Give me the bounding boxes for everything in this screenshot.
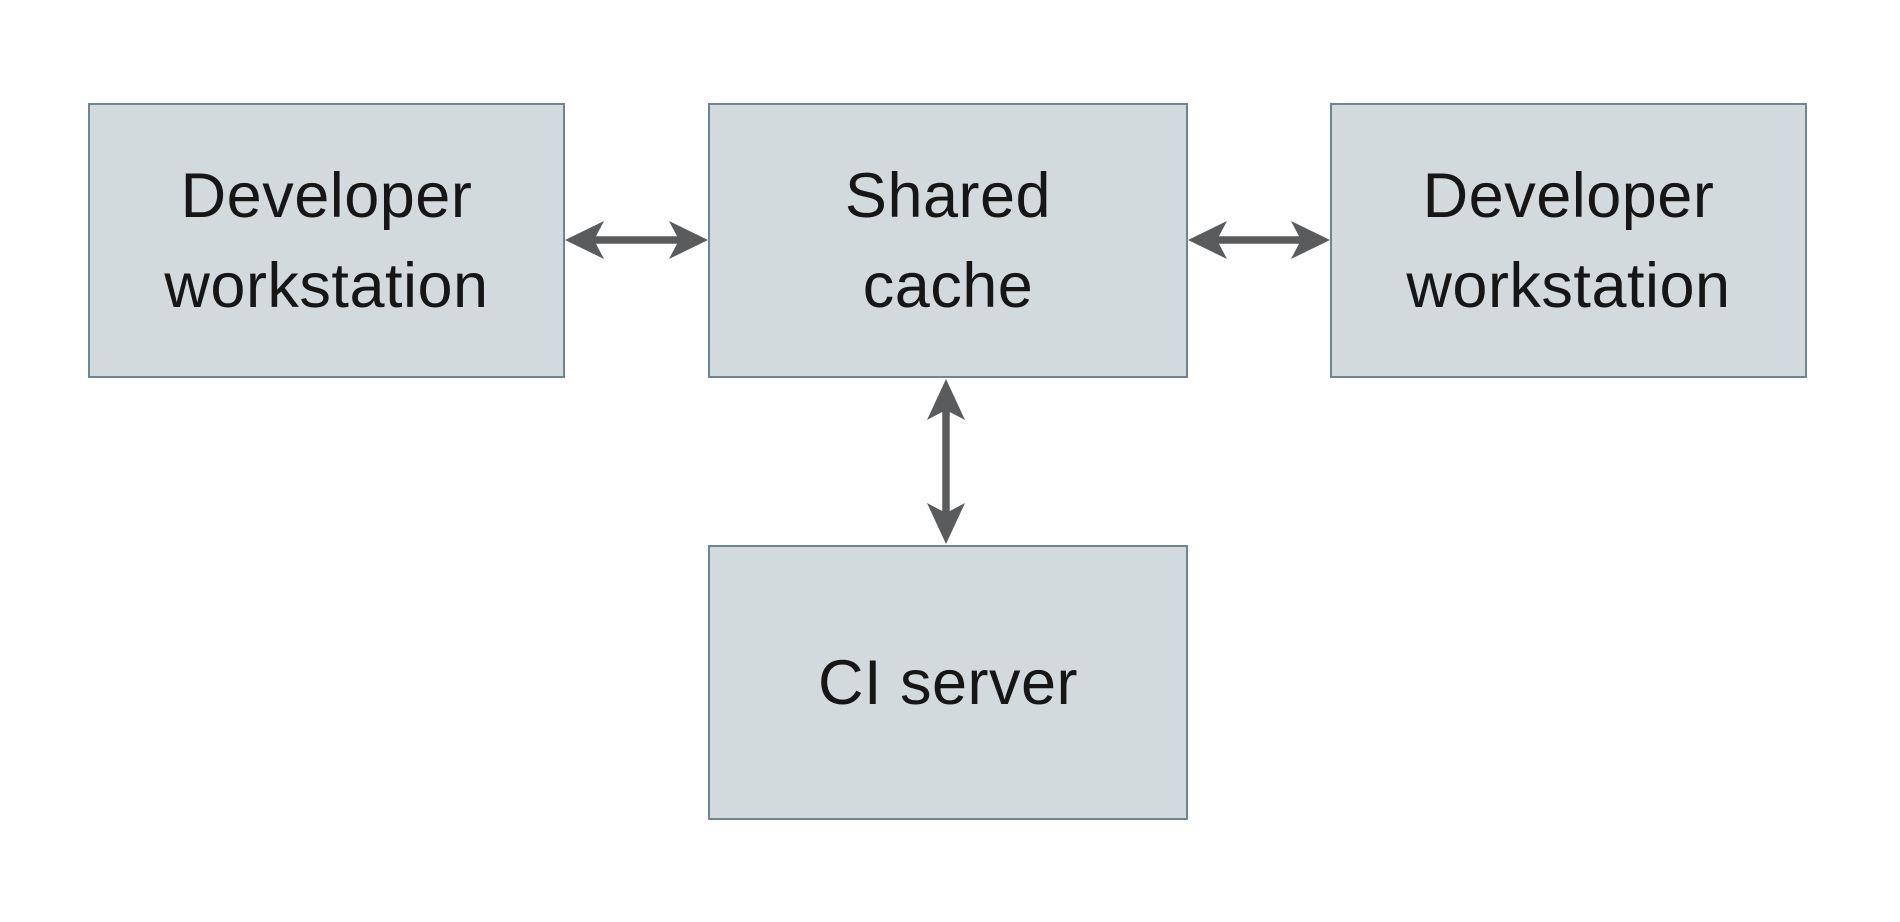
node-shared-cache: Shared cache	[708, 103, 1188, 378]
node-label-line: Shared	[844, 160, 1052, 231]
bidirectional-arrow-left-to-cache	[565, 218, 708, 262]
node-label-line: CI server	[817, 647, 1079, 718]
node-label-line: Developer	[180, 160, 473, 231]
node-ci-server: CI server	[708, 545, 1188, 820]
node-label-line: workstation	[164, 250, 489, 321]
node-label-line: workstation	[1406, 250, 1731, 321]
double-arrow-icon	[927, 379, 965, 544]
node-developer-workstation-left: Developer workstation	[88, 103, 565, 378]
bidirectional-arrow-cache-to-ci	[924, 379, 968, 544]
double-arrow-icon	[1188, 221, 1330, 259]
double-arrow-icon	[565, 221, 708, 259]
node-developer-workstation-right: Developer workstation	[1330, 103, 1807, 378]
node-label-line: cache	[862, 250, 1034, 321]
bidirectional-arrow-cache-to-right	[1188, 218, 1330, 262]
node-label-line: Developer	[1422, 160, 1715, 231]
